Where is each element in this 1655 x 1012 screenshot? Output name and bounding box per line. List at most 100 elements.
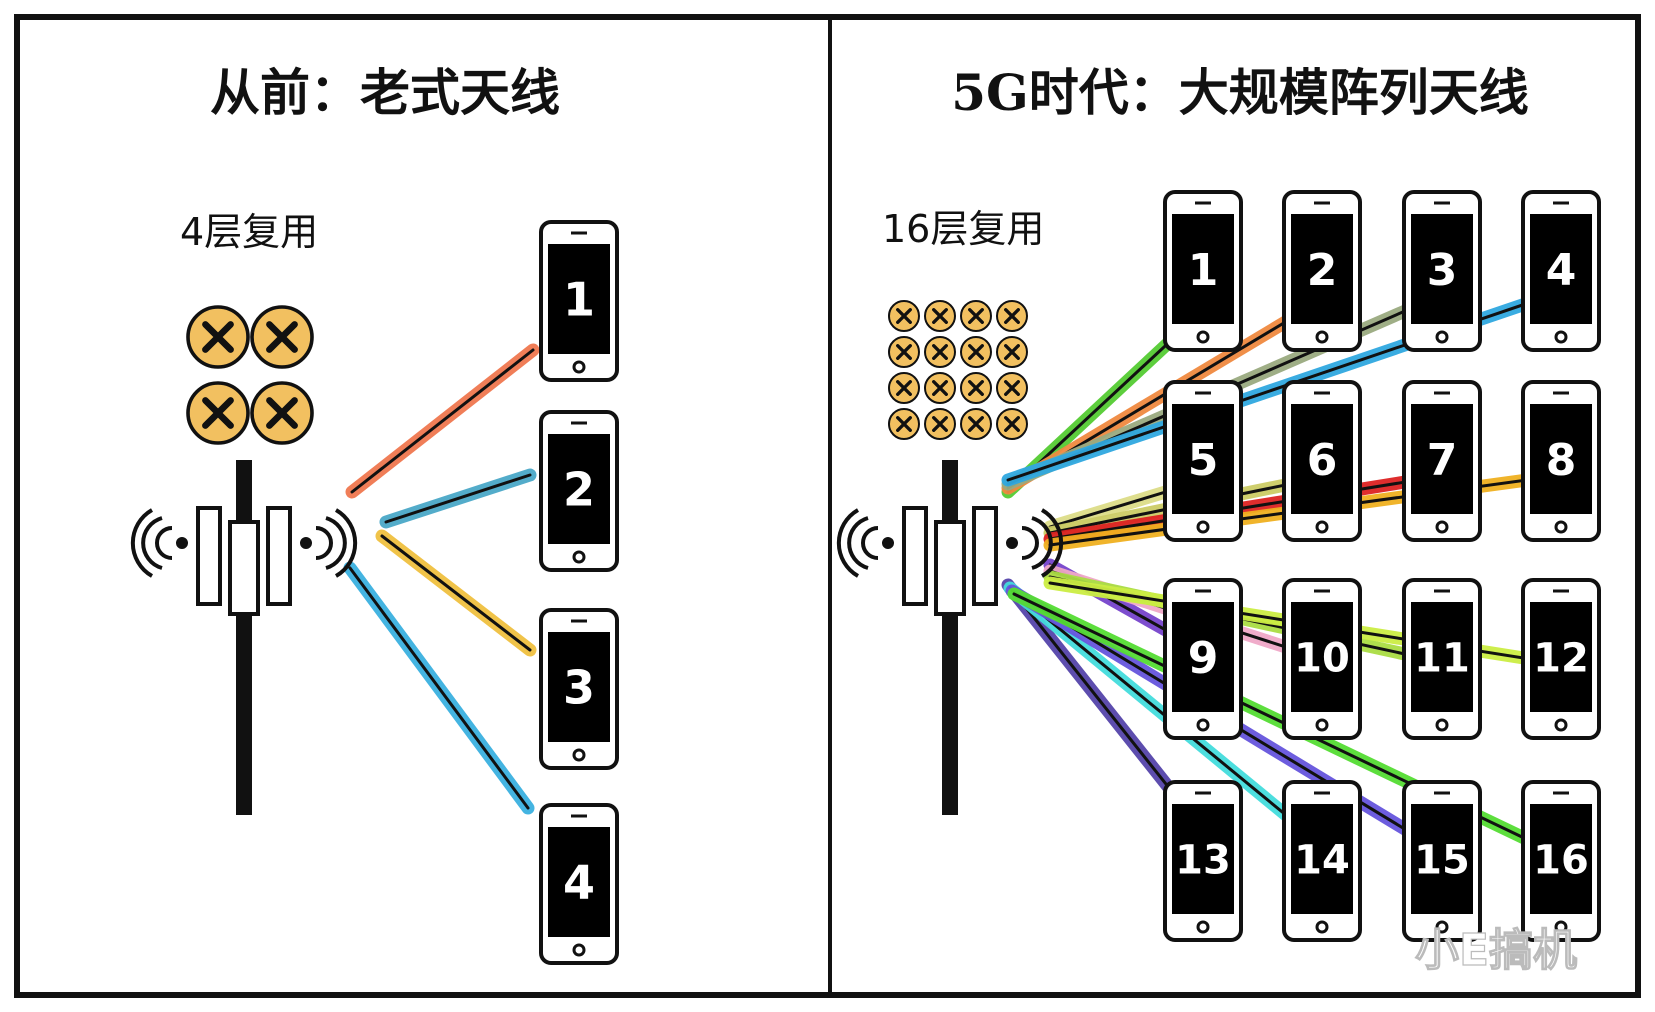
left-phones: 1 2 3 4	[539, 220, 619, 965]
antenna-element-icon	[996, 300, 1028, 332]
phone-number-label: 16	[1533, 837, 1589, 883]
phone-screen	[1411, 404, 1473, 514]
signal-waves-left-icon	[836, 508, 894, 578]
phone-3: 3	[539, 608, 619, 770]
right-antenna-array	[888, 300, 1028, 440]
beam-to-phone-2	[379, 468, 537, 529]
phone-7: 7	[1402, 380, 1482, 542]
phone-home-button	[572, 360, 586, 374]
phone-screen	[548, 827, 610, 937]
phone-number-label: 4	[1546, 245, 1577, 296]
beam-to-phone-3	[375, 529, 537, 657]
antenna-element-icon	[888, 372, 920, 404]
phone-10: 10	[1282, 578, 1362, 740]
phone-number-label: 13	[1175, 837, 1231, 883]
watermark-text: 小E搞机	[1415, 925, 1577, 976]
phone-home-button	[572, 550, 586, 564]
right-panel-title: 5G时代：大规模阵列天线	[951, 63, 1529, 122]
phone-number-label: 3	[563, 661, 595, 715]
right-base-station-icon	[836, 460, 1064, 815]
beam-to-phone-4	[343, 561, 535, 815]
phone-screen	[1291, 602, 1353, 712]
phone-screen	[1291, 404, 1353, 514]
phone-11: 11	[1402, 578, 1482, 740]
phone-number-label: 8	[1546, 435, 1577, 486]
antenna-element-icon	[924, 408, 956, 440]
antenna-element-icon	[960, 372, 992, 404]
phone-screen	[548, 632, 610, 742]
phone-number-label: 6	[1307, 435, 1338, 486]
phone-number-label: 2	[1307, 245, 1338, 296]
phone-1: 1	[1163, 190, 1243, 352]
phone-home-button	[1554, 330, 1568, 344]
phone-number-label: 15	[1414, 837, 1470, 883]
phone-screen	[1530, 404, 1592, 514]
antenna-element-icon	[186, 381, 250, 445]
phone-15: 15	[1402, 780, 1482, 942]
phone-number-label: 4	[563, 856, 595, 910]
phone-number-label: 3	[1427, 245, 1458, 296]
phone-home-button	[1554, 718, 1568, 732]
phone-screen	[1291, 804, 1353, 914]
phone-8: 8	[1521, 380, 1601, 542]
phone-home-button	[1196, 718, 1210, 732]
antenna-element-icon	[996, 408, 1028, 440]
phone-home-button	[1196, 520, 1210, 534]
antenna-element-icon	[960, 300, 992, 332]
antenna-element-icon	[996, 336, 1028, 368]
phone-screen	[1291, 214, 1353, 324]
phone-number-label: 9	[1188, 633, 1219, 684]
phone-home-button	[1435, 920, 1449, 934]
phone-2: 2	[1282, 190, 1362, 352]
phone-number-label: 7	[1427, 435, 1458, 486]
phone-home-button	[1435, 330, 1449, 344]
phone-screen	[1172, 602, 1234, 712]
phone-screen	[548, 434, 610, 544]
phone-16: 16	[1521, 780, 1601, 942]
outer-frame	[14, 14, 1641, 998]
phone-home-button	[1554, 520, 1568, 534]
phone-2: 2	[539, 410, 619, 572]
phone-screen	[1530, 804, 1592, 914]
phone-number-label: 12	[1533, 635, 1589, 681]
phone-6: 6	[1282, 380, 1362, 542]
phone-4: 4	[1521, 190, 1601, 352]
phone-1: 1	[539, 220, 619, 382]
phone-screen	[1411, 214, 1473, 324]
right-layers-label: 16层复用	[882, 207, 1044, 251]
phone-4: 4	[539, 803, 619, 965]
antenna-element-icon	[960, 336, 992, 368]
phone-number-label: 5	[1188, 435, 1219, 486]
signal-waves-right-icon	[300, 508, 358, 578]
phone-number-label: 1	[1188, 245, 1219, 296]
signal-waves-left-icon	[130, 508, 188, 578]
left-panel-title: 从前：老式天线	[210, 63, 560, 122]
phone-number-label: 14	[1294, 837, 1350, 883]
phone-14: 14	[1282, 780, 1362, 942]
phone-home-button	[1315, 520, 1329, 534]
phone-home-button	[1315, 330, 1329, 344]
phone-screen	[548, 244, 610, 354]
phone-screen	[1530, 602, 1592, 712]
phone-13: 13	[1163, 780, 1243, 942]
antenna-element-icon	[924, 300, 956, 332]
antenna-element-icon	[250, 305, 314, 369]
phone-home-button	[1435, 718, 1449, 732]
antenna-element-icon	[888, 336, 920, 368]
left-layers-label: 4层复用	[180, 210, 318, 254]
phone-12: 12	[1521, 578, 1601, 740]
antenna-element-icon	[888, 408, 920, 440]
phone-home-button	[1435, 520, 1449, 534]
phone-home-button	[1315, 718, 1329, 732]
beam-to-phone-15	[1005, 584, 1481, 878]
phone-number-label: 2	[563, 463, 595, 517]
phone-number-label: 1	[563, 273, 595, 327]
phone-screen	[1530, 214, 1592, 324]
phone-screen	[1411, 602, 1473, 712]
antenna-element-icon	[186, 305, 250, 369]
antenna-element-icon	[924, 336, 956, 368]
phone-number-label: 10	[1294, 635, 1350, 681]
phone-screen	[1172, 214, 1234, 324]
